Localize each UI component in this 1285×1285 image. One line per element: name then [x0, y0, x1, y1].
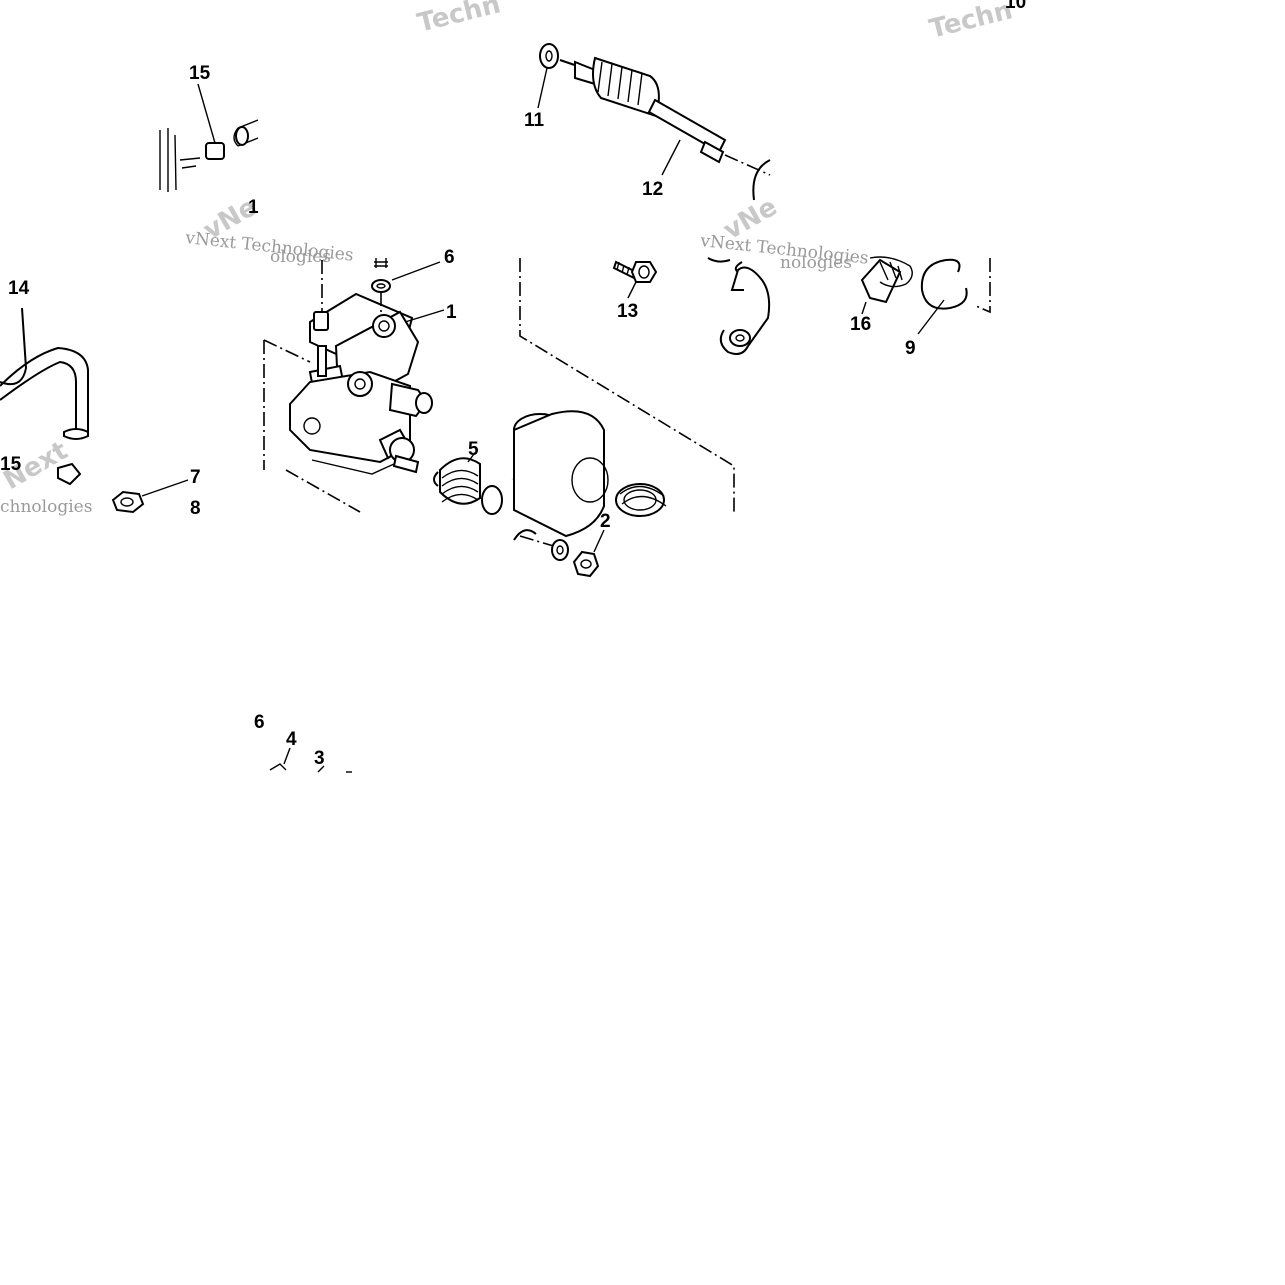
- part-1-pump-body: [263, 260, 445, 513]
- watermark-glogies-1: ologies: [270, 247, 331, 267]
- watermark-tech-2: Techn: [926, 0, 1015, 45]
- callout-8: 8: [190, 498, 201, 519]
- callout-1: 1: [446, 302, 457, 323]
- callout-14: 14: [8, 278, 30, 299]
- callout-16: 16: [850, 314, 871, 335]
- callout-2: 2: [600, 511, 611, 532]
- callout-15-partial: 15: [0, 454, 22, 475]
- part-7-nut: [111, 479, 189, 514]
- callout-1-partial: 1: [248, 197, 259, 218]
- callout-13: 13: [617, 301, 638, 322]
- part-cylinder-assembly: [513, 258, 735, 578]
- part-11-washer: [537, 43, 559, 109]
- callout-4: 4: [286, 729, 297, 750]
- callout-10-partial: 10: [1005, 0, 1026, 13]
- part-lever-arm: [707, 257, 771, 355]
- watermark-brand-c: chnologies: [0, 497, 92, 517]
- part-16-bracket: [860, 256, 913, 315]
- callout-15: 15: [189, 63, 211, 84]
- part-13-bolt: [612, 260, 658, 299]
- part-12-gear-shaft: [559, 56, 771, 201]
- callout-11: 11: [524, 110, 545, 131]
- watermarks: Techn Techn vNe vNext Technologies ologi…: [0, 0, 1016, 517]
- callout-9: 9: [905, 338, 916, 359]
- part-6-screw: [371, 258, 441, 312]
- part-9-snap-ring: [917, 258, 991, 335]
- callout-12: 12: [642, 179, 663, 200]
- callout-6: 6: [254, 712, 265, 733]
- watermark-tech-1: Techn: [414, 0, 503, 39]
- watermark-glogies-2: nologies: [780, 253, 852, 273]
- callout-5: 5: [468, 439, 479, 460]
- part-5-spring: [433, 453, 503, 515]
- part-14-hose: [0, 307, 89, 486]
- bottom-fragment: [269, 747, 352, 773]
- callout-7: 7: [190, 467, 201, 488]
- part-15-fitting: [159, 83, 259, 192]
- callout-3: 3: [314, 748, 325, 769]
- callout-6-partial: 6: [444, 247, 455, 268]
